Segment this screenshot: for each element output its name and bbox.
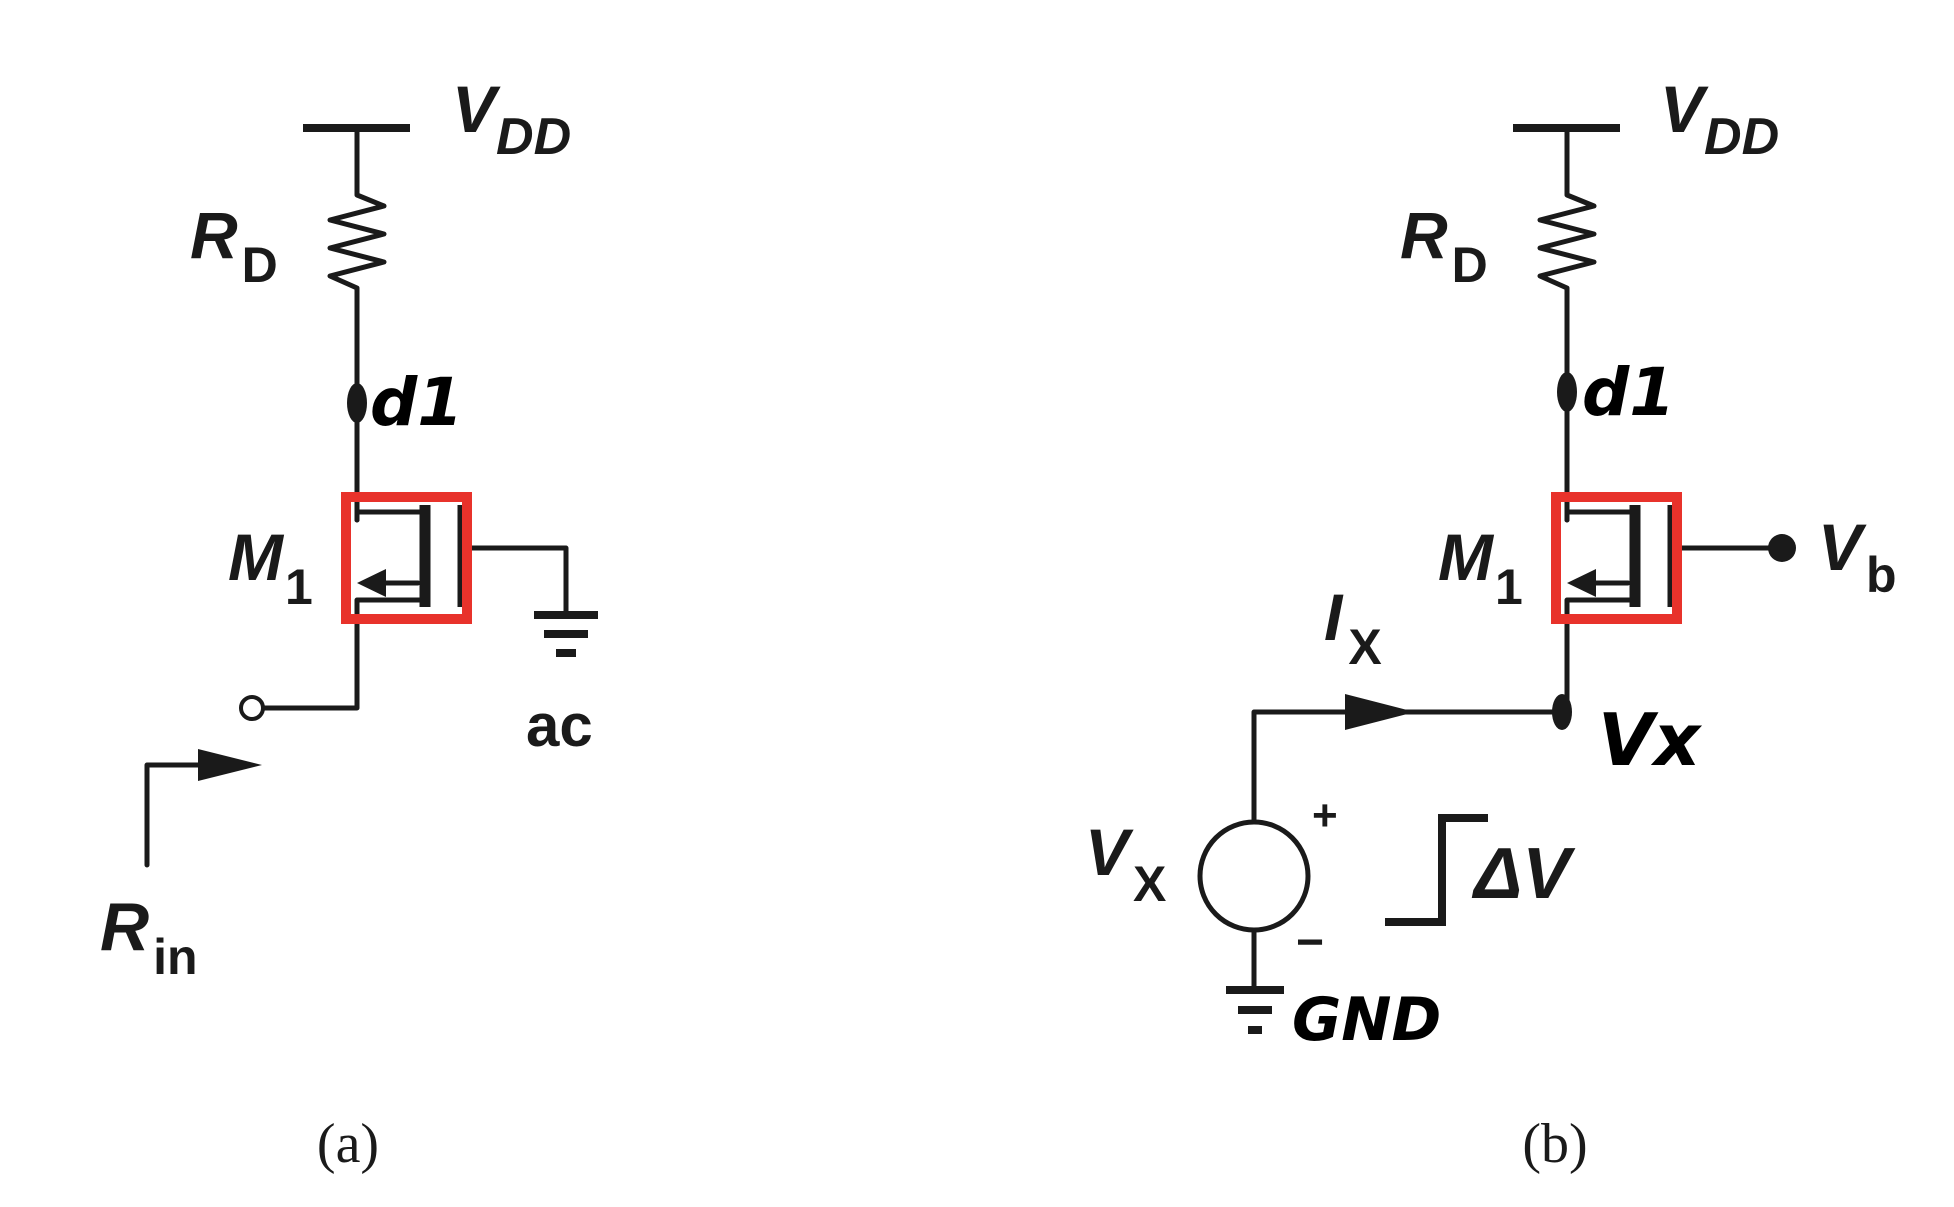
resistor-rd-a — [327, 125, 387, 523]
rin-arrowhead — [198, 749, 262, 781]
vx-source-label: VX — [1085, 815, 1166, 912]
circuit-a: VDD RD d1 M1 ac Rin — [100, 72, 598, 1175]
node-dot-b — [1557, 372, 1577, 412]
vdd-label-b: VDD — [1660, 72, 1779, 166]
transistor-highlight-a — [341, 492, 472, 624]
node-dot-a — [347, 383, 367, 423]
plus-sign: + — [1312, 791, 1338, 840]
caption-a: (a) — [317, 1113, 379, 1175]
minus-sign: − — [1296, 916, 1324, 969]
vb-terminal — [1768, 534, 1796, 562]
gnd-symbol — [1226, 986, 1284, 1034]
resistor-rd-b — [1537, 125, 1597, 523]
vx-node-label: Vx — [1598, 698, 1703, 782]
source-arrow-b — [1567, 569, 1596, 597]
transistor-m1-b — [1564, 505, 1778, 715]
transistor-highlight-b — [1551, 492, 1682, 624]
m1-label-b: M1 — [1438, 520, 1523, 615]
node-d1-label-b: d1 — [1582, 354, 1675, 431]
step-waveform — [1385, 814, 1488, 926]
input-terminal-a — [239, 695, 265, 721]
rd-label-a: RD — [190, 198, 278, 293]
rin-arrow-line — [144, 762, 203, 868]
input-wire-a — [261, 702, 360, 711]
node-d1-label-a: d1 — [370, 364, 463, 441]
ac-ground-symbol — [534, 611, 598, 657]
m1-label-a: M1 — [228, 520, 313, 615]
transistor-m1-a — [354, 505, 569, 708]
rd-label-b: RD — [1400, 198, 1488, 293]
vb-label: Vb — [1818, 510, 1897, 603]
ix-wire — [1251, 709, 1565, 823]
vdd-label-a: VDD — [452, 72, 571, 166]
caption-b: (b) — [1522, 1113, 1587, 1175]
vx-voltage-source — [1197, 819, 1311, 933]
ac-label: ac — [526, 692, 593, 759]
gnd-label: GND — [1292, 985, 1441, 1055]
source-arrow-a — [357, 569, 386, 597]
delta-v-label: ΔV — [1471, 834, 1576, 914]
ix-arrowhead — [1345, 694, 1415, 730]
rin-label: Rin — [100, 889, 198, 985]
